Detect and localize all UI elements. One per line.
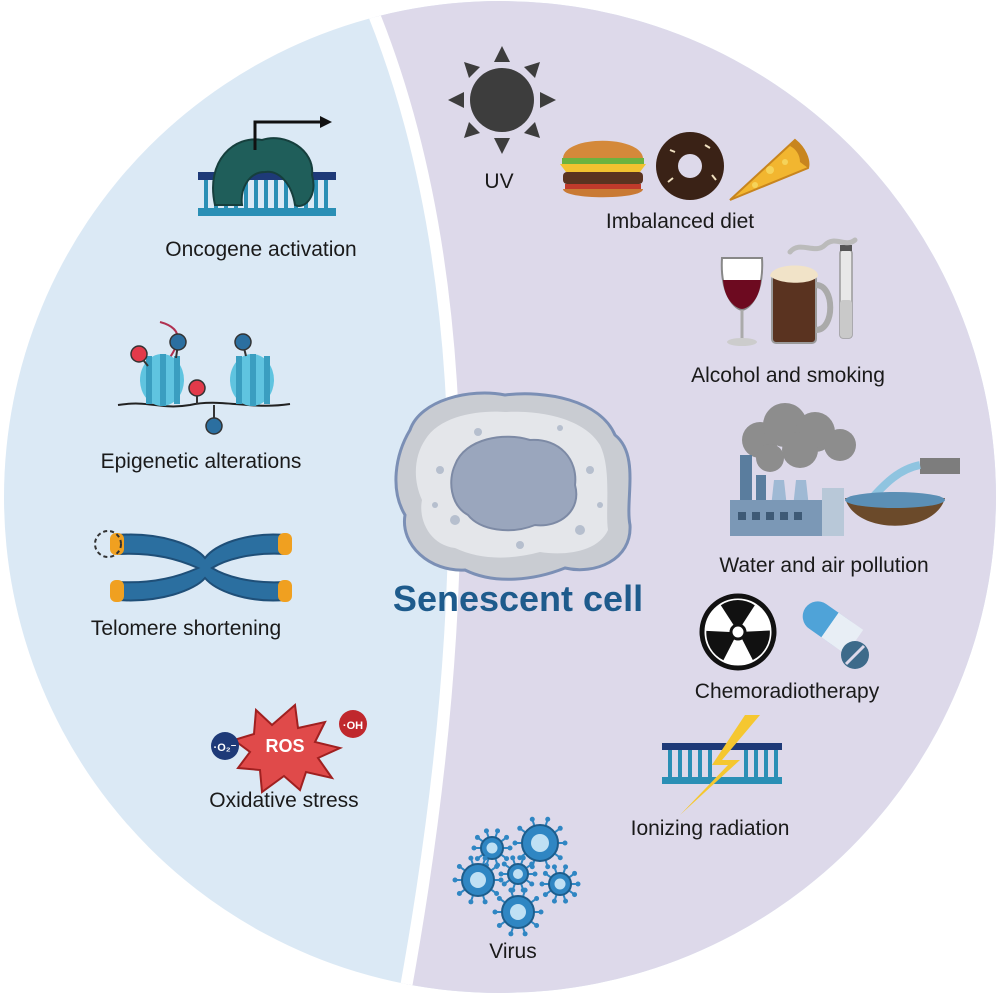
oncogene-icon — [198, 116, 336, 216]
pollution-icon — [730, 403, 960, 536]
virus-particle — [452, 855, 504, 905]
oxidative-stress-label: Oxidative stress — [209, 789, 359, 812]
hydroxyl-label: ·OH — [343, 720, 363, 732]
pollution-label: Water and air pollution — [719, 554, 929, 577]
cigarette-icon — [787, 237, 858, 339]
burger-icon — [560, 140, 646, 198]
senescent-cell-title: Senescent cell — [392, 578, 644, 619]
telomere-icon — [94, 530, 292, 602]
radiation-icon — [699, 593, 777, 671]
ros-icon: ROS ·O₂⁻ ·OH — [211, 703, 367, 794]
pizza-icon — [729, 138, 810, 201]
oncogene-activation-label: Oncogene activation — [165, 238, 357, 261]
virus-label: Virus — [489, 940, 537, 963]
ionizing-radiation-label: Ionizing radiation — [630, 817, 790, 840]
virus-particle — [492, 887, 544, 937]
donut-icon — [656, 132, 724, 200]
alcohol-smoking-icon — [720, 237, 858, 346]
virus-particle — [539, 864, 581, 904]
beer-mug-icon — [770, 265, 834, 344]
ionizing-radiation-icon — [662, 715, 782, 815]
epigenetic-alterations-label: Epigenetic alterations — [100, 450, 302, 473]
wine-glass-icon — [720, 257, 764, 346]
alcohol-smoking-label: Alcohol and smoking — [691, 364, 885, 387]
telomere-shortening-label: Telomere shortening — [90, 617, 282, 640]
senescent-cell-icon — [394, 391, 632, 581]
ros-label: ROS — [265, 736, 304, 756]
diet-icon — [560, 132, 810, 201]
chemoradiotherapy-icon — [699, 593, 869, 671]
epigenetic-icon — [117, 321, 291, 435]
pill-icon — [802, 601, 864, 655]
smoke-cloud — [742, 403, 856, 472]
imbalanced-diet-label: Imbalanced diet — [605, 210, 755, 233]
superoxide-label: ·O₂⁻ — [214, 742, 237, 754]
uv-label: UV — [484, 170, 514, 193]
uv-sun-icon — [448, 46, 556, 154]
chemoradiotherapy-label: Chemoradiotherapy — [694, 680, 880, 703]
virus-icon — [452, 816, 581, 937]
